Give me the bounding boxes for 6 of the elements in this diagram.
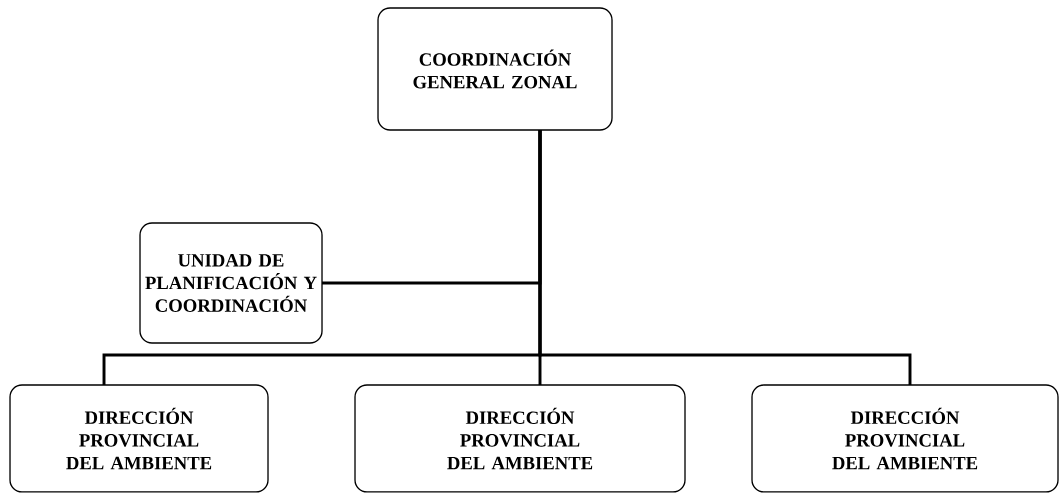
connector-line: [538, 130, 912, 385]
org-box: DIRECCIÓN PROVINCIAL DEL AMBIENTE: [9, 384, 269, 493]
org-box: UNIDAD DE PLANIFICACIÓN Y COORDINACIÓN: [139, 222, 323, 344]
org-box: DIRECCIÓN PROVINCIAL DEL AMBIENTE: [751, 384, 1059, 493]
org-box: COORDINACIÓN GENERAL ZONAL: [377, 7, 613, 131]
org-box: DIRECCIÓN PROVINCIAL DEL AMBIENTE: [354, 384, 686, 493]
